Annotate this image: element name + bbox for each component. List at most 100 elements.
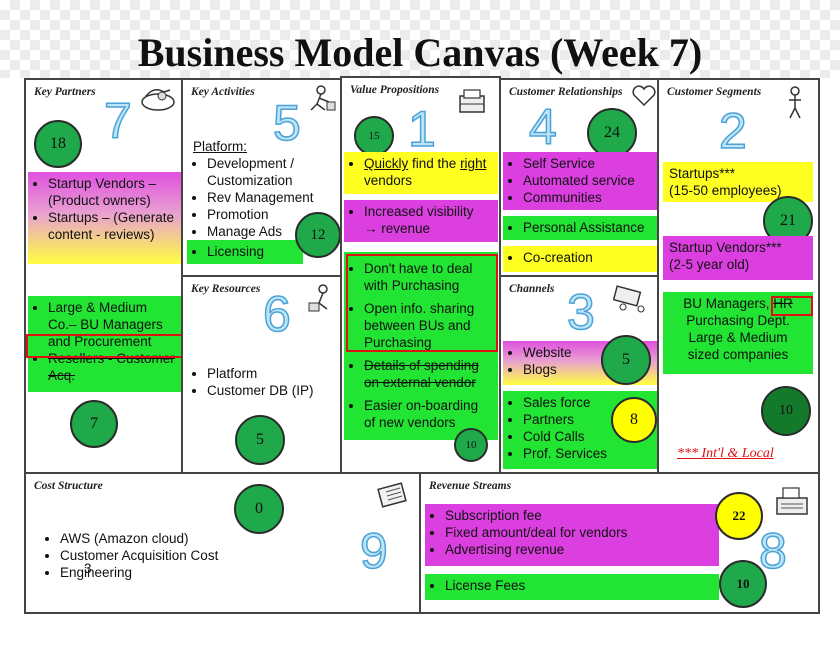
vote-circle: 8 [611,397,657,443]
value-note-quickly: Quickly find the right vendors [344,152,498,194]
list-item: Increased visibility→ revenue [364,203,492,237]
list-item: AWS (Amazon cloud) [60,530,346,547]
cost-structure-box: Cost Structure 0 9 AWS (Amazon cloud) Cu… [24,472,421,614]
vote-circle: 22 [715,492,763,540]
box-title: Revenue Streams [429,480,512,492]
value-note-visibility: Increased visibility→ revenue [344,200,498,242]
vote-circle: 5 [601,335,651,385]
value-note-benefits: Don't have to deal with Purchasing Open … [344,252,498,440]
key-partners-box: Key Partners 7 18 Startup Vendors – (Pro… [24,78,187,474]
revenue-streams-box: Revenue Streams Subscription fee Fixed a… [419,472,820,614]
page-title: Business Model Canvas (Week 7) [137,30,703,75]
list-item: Development / Customization [207,155,341,189]
vote-circle: 5 [235,415,285,465]
list-item: Resellers - Customer Acq. [48,350,175,384]
vote-circle: 18 [34,120,82,168]
step-number: 6 [262,286,291,342]
gift-icon [459,89,485,113]
segments-note-startups: Startups*** (15-50 employees) [663,162,813,202]
list-item: Blogs [523,361,651,378]
relationships-note-cocreation: Co-creation [503,246,657,272]
list-item: Don't have to deal with Purchasing [364,260,492,294]
list-item: Website [523,344,651,361]
segments-note-vendors: Startup Vendors*** (2-5 year old) [663,236,813,280]
step-number: 3 [566,284,595,340]
list-item: Quickly find the right vendors [364,155,492,189]
box-title: Key Resources [191,283,261,295]
box-title: Key Partners [34,86,96,98]
highlight-box [346,254,498,352]
vote-circle: 10 [454,428,488,462]
relationships-note-self-service: Self Service Automated service Communiti… [503,152,657,210]
person-icon [789,86,801,119]
vote-circle: 24 [587,108,637,158]
list-item: Customer Acquisition Cost [60,547,346,564]
intl-local-note: *** Int'l & Local [677,446,774,461]
box-title: Customer Relationships [509,86,623,98]
list-item: Personal Assistance [523,219,651,236]
step-number: 5 [272,95,301,151]
cash-register-icon [776,487,808,515]
revenue-note-license: License Fees [425,574,719,600]
highlight-box [771,296,813,316]
step-number: 4 [528,99,557,155]
vote-circle: 15 [354,116,394,156]
vote-circle: 10 [761,386,811,436]
vote-circle: 7 [70,400,118,448]
list-item: Partners [523,411,651,428]
list-item: Automated service [523,172,651,189]
handshake-icon [141,89,175,111]
list-item: Customer DB (IP) [207,382,341,399]
box-title: Cost Structure [34,480,103,492]
key-resources-box: Key Resources 6 Platform Customer DB (IP… [181,275,342,474]
cost-list: AWS (Amazon cloud) Customer Acquisition … [46,530,346,581]
list-item: Startup Vendors – (Product owners) [48,175,175,209]
heart-icon [632,85,656,107]
customer-segments-box: Customer Segments 2 Startups*** (15-50 e… [657,78,820,474]
list-item: Promotion [207,206,341,223]
list-item: Easier on-boarding of new vendors [364,397,492,431]
list-item: Cold Calls [523,428,651,445]
receipt-icon [377,482,407,508]
resources-list: Platform Customer DB (IP) [193,365,341,399]
customer-relationships-box: Customer Relationships 4 24 Self Service… [499,78,659,277]
step-number: 8 [758,523,787,579]
box-title: Key Activities [191,86,255,98]
value-propositions-box: Value Propositions 1 15 Quickly find the… [340,76,501,474]
platform-label: Platform: [193,139,248,154]
list-item: Engineering [60,564,346,581]
list-item: Subscription fee [445,507,713,524]
step-number: 2 [718,103,747,159]
revenue-note-fees: Subscription fee Fixed amount/deal for v… [425,504,719,566]
worker-icon [310,85,336,111]
list-item: Licensing [207,243,297,260]
activities-list: Platform: Development / Customization Re… [193,138,341,240]
step-number: 9 [359,523,388,579]
vote-circle: 10 [719,560,767,608]
list-item: Manage Ads [207,223,341,240]
list-item: Details of spending on external vendor [364,357,492,391]
step-number: 7 [103,93,132,149]
background-pattern [0,0,840,78]
vote-circle: 12 [295,212,341,258]
list-item: Startups – (Generate content - reviews) [48,209,175,243]
licensing-note: Licensing [187,240,303,264]
channels-box: Channels 3 Website Blogs 5 Sales force P… [499,275,659,474]
vote-circle: 0 [234,484,284,534]
partners-note-vendors: Startup Vendors – (Product owners) Start… [28,172,181,264]
highlight-box [26,334,187,358]
step-number: 1 [407,101,436,157]
list-item: Prof. Services [523,445,651,462]
box-title: Value Propositions [350,84,440,96]
list-item: License Fees [445,577,713,594]
list-item: Communities [523,189,651,206]
box-title: Customer Segments [667,86,762,98]
list-item: Open info. sharing between BUs and Purch… [364,300,492,351]
key-activities-box: Key Activities 5 Platform: Development /… [181,78,342,277]
list-item: Platform [207,365,341,382]
list-item: Fixed amount/deal for vendors [445,524,713,541]
worker-icon [308,284,328,312]
truck-icon [613,285,645,313]
list-item: Rev Management [207,189,341,206]
